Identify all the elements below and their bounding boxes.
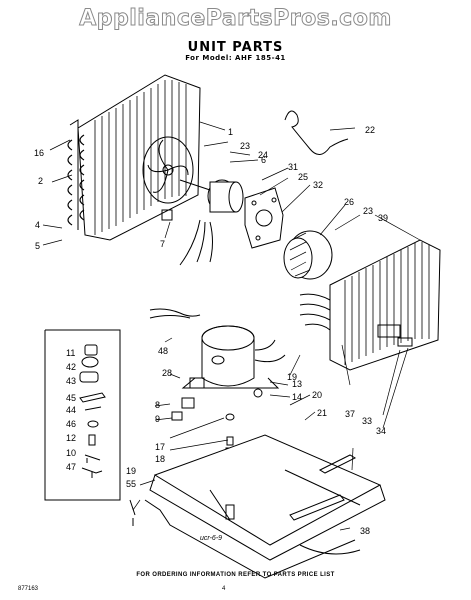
ordering-info-footer: FOR ORDERING INFORMATION REFER TO PARTS … [136,572,335,578]
fan-blade [142,136,194,204]
callout-11: 11 [66,348,75,358]
model-subtitle: For Model: AHF 185-41 [185,54,286,62]
callout-16: 16 [34,148,44,158]
electrical-parts-box [44,329,121,501]
callout-26: 26 [344,197,354,207]
page-number: 4 [222,586,226,592]
callout-6: 6 [261,155,266,165]
compressor [181,325,286,398]
callout-28: 28 [162,368,172,378]
callout-5: 5 [35,241,40,251]
callout-10: 10 [66,448,76,458]
watermark: AppliancePartsPros.com [79,6,392,32]
overload-protector [189,377,205,389]
drain-channel [318,454,357,474]
callout-42: 42 [66,362,76,372]
condenser-coil [67,74,201,241]
callout-17: 17 [155,442,165,452]
callout-9: 9 [155,414,160,424]
page-title: UNIT PARTS [187,40,284,55]
callout-2: 2 [38,176,43,186]
base-pan [129,434,386,579]
callout-32: 32 [313,180,323,190]
callout-21: 21 [317,408,327,418]
document-number: 877163 [18,586,39,592]
callout-13: 13 [292,379,302,389]
callout-45: 45 [66,393,76,403]
blower-wheel [283,230,333,280]
callout-14: 14 [292,392,302,402]
callout-18: 18 [155,454,165,464]
callout-24: 24 [258,150,268,160]
callout-12: 12 [66,433,76,443]
callout-1: 1 [228,127,233,137]
wire-harness [149,308,201,319]
callout-38: 38 [360,526,370,536]
callout-4: 4 [35,220,40,230]
callout-19-a: 19 [287,372,297,382]
relay [181,397,195,409]
callout-31: 31 [288,162,298,172]
callout-19-b: 19 [126,466,136,476]
callout-22: 22 [365,125,375,135]
callout-25: 25 [298,172,308,182]
callout-23-b: 23 [363,206,373,216]
callout-33: 33 [362,416,372,426]
handwritten-note: ucr-6-9 [200,535,223,542]
callout-39: 39 [378,213,388,223]
capillary-tube [284,110,349,155]
callout-23-a: 23 [240,141,250,151]
callout-46: 46 [66,419,76,429]
callout-37: 37 [345,409,355,419]
fan-motor [161,179,244,266]
callout-8: 8 [155,400,160,410]
callout-47: 47 [66,462,76,472]
callout-55: 55 [126,479,136,489]
callout-44: 44 [66,405,76,415]
callout-34: 34 [376,426,386,436]
callout-48: 48 [158,346,168,356]
terminal-cover [171,411,183,421]
callout-7: 7 [160,239,165,249]
motor-mount [244,187,284,249]
callout-20: 20 [312,390,322,400]
callout-43: 43 [66,376,76,386]
